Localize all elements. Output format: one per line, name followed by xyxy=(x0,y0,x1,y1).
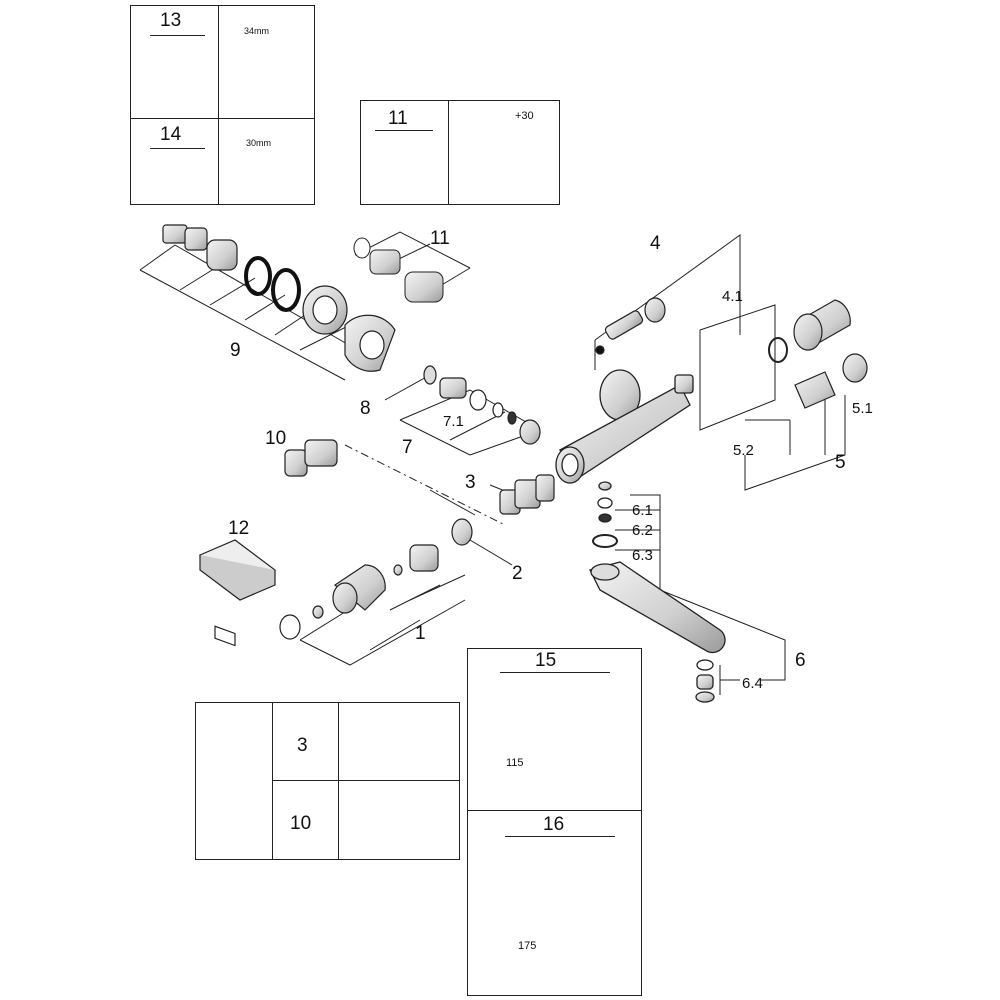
inset-3-10-vdivider-2 xyxy=(338,702,339,860)
part-7-check-valve xyxy=(439,377,541,445)
callout-4: 4 xyxy=(650,233,661,254)
inset-11-vdivider xyxy=(448,100,449,205)
part-10-connector xyxy=(284,439,338,477)
underline-inset-16 xyxy=(505,836,615,837)
part-1-handle xyxy=(279,544,439,640)
label-length-175: 175 xyxy=(518,940,537,952)
label-inset-11: 11 xyxy=(388,108,408,129)
inset-15-16-divider xyxy=(467,810,642,811)
leader-lines xyxy=(139,231,846,695)
underline-inset-11 xyxy=(375,130,433,131)
underline-14 xyxy=(150,148,205,149)
underline-inset-15 xyxy=(500,672,610,673)
part-12-remote xyxy=(198,539,277,647)
inset-13-14 xyxy=(130,5,315,205)
part-9-o-rings xyxy=(244,256,301,312)
callout-9: 9 xyxy=(230,340,241,361)
part-4-valve xyxy=(595,297,666,355)
label-ring-size: 34mm xyxy=(244,26,270,36)
callout-6-1: 6.1 xyxy=(632,502,653,519)
inset-15-16 xyxy=(467,648,642,996)
label-inset-16: 16 xyxy=(543,814,565,835)
label-item-14: 14 xyxy=(160,124,182,145)
part-5-handle xyxy=(768,299,868,409)
part-8-washer xyxy=(423,365,437,385)
inset-3-10-vdivider-1 xyxy=(272,702,273,860)
part-11-extension xyxy=(353,237,444,303)
inset-13-14-vdivider xyxy=(218,5,219,205)
callout-2: 2 xyxy=(512,563,523,584)
callout-8: 8 xyxy=(360,398,371,419)
underline-13 xyxy=(150,35,205,36)
callout-5: 5 xyxy=(835,452,846,473)
label-row-10: 10 xyxy=(290,813,312,834)
callout-5-2: 5.2 xyxy=(733,442,754,459)
part-3-thermostat xyxy=(499,474,555,515)
callout-1: 1 xyxy=(415,623,426,644)
label-length-115: 115 xyxy=(506,757,524,769)
mixer-body xyxy=(555,369,694,484)
callout-6-2: 6.2 xyxy=(632,522,653,539)
inset-3-10-hdivider xyxy=(272,780,460,781)
inset-11 xyxy=(360,100,560,205)
callout-6: 6 xyxy=(795,650,806,671)
label-offset: +30 xyxy=(515,110,534,122)
label-inset-15: 15 xyxy=(535,650,557,671)
callout-3: 3 xyxy=(465,472,476,493)
callout-6-4: 6.4 xyxy=(742,675,763,692)
callout-4-1: 4.1 xyxy=(722,288,743,305)
callout-12: 12 xyxy=(228,518,250,539)
part-9-connector xyxy=(162,224,238,271)
callout-6-3: 6.3 xyxy=(632,547,653,564)
callout-7: 7 xyxy=(402,437,413,458)
label-row-3: 3 xyxy=(297,735,308,756)
inset-3-10 xyxy=(195,702,460,860)
label-nut-size: 30mm xyxy=(246,138,272,148)
callout-7-1: 7.1 xyxy=(443,413,464,430)
callout-5-1: 5.1 xyxy=(852,400,873,417)
part-9-escutcheon xyxy=(344,314,396,372)
callout-11: 11 xyxy=(430,228,450,249)
callout-10: 10 xyxy=(265,428,287,449)
inset-13-14-divider xyxy=(130,118,315,119)
label-item-13: 13 xyxy=(160,10,182,31)
part-2-ring xyxy=(451,518,473,546)
part-9-nut xyxy=(302,285,348,335)
part-6-spout xyxy=(589,481,726,703)
